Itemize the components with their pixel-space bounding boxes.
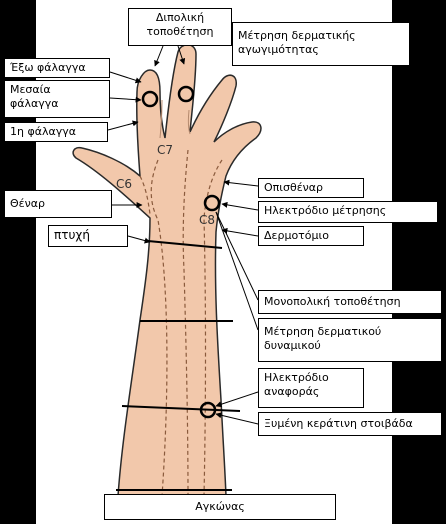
electrode-bipolar-second [177, 85, 195, 103]
label-bipolar-placement: Διπολική τοποθέτηση [128, 8, 232, 46]
label-measuring-electrode: Ηλεκτρόδιο μέτρησης [258, 201, 438, 223]
reference-electrode [199, 401, 217, 419]
label-middle-phalanx: Μεσαία φάλαγγα [4, 80, 110, 118]
label-first-phalanx: 1η φάλαγγα [4, 122, 108, 142]
label-abraded-stratum-corneum: Ξυμένη κεράτινη στοιβάδα [258, 412, 442, 436]
label-skin-conductance: Μέτρηση δερματικής αγωγιμότητας [232, 22, 410, 66]
label-dermatome: Δερμοτόμιο [258, 226, 364, 246]
wrist-crease-line [147, 240, 223, 249]
label-reference-electrode: Ηλεκτρόδιο αναφοράς [258, 368, 364, 408]
electrode-middle-phalanx [141, 90, 159, 108]
dermatome-c8-label: C8 [199, 213, 215, 227]
label-skin-potential: Μέτρηση δερματικού δυναμικού [258, 318, 442, 362]
label-hypothenar: Οπισθέναρ [258, 178, 364, 198]
label-crease: πτυχή [48, 225, 128, 247]
measuring-electrode [203, 194, 221, 212]
label-monopolar-placement: Μονοπολική τοποθέτηση [258, 290, 442, 314]
dermatome-boundary-left [150, 159, 168, 497]
label-thenar: Θέναρ [4, 190, 112, 218]
dermatome-c6-label: C6 [116, 177, 132, 191]
forearm-lower-line [121, 405, 241, 412]
label-distal-phalanx: Έξω φάλαγγα [4, 58, 110, 78]
dermatome-boundary-right [203, 159, 223, 497]
dermatome-boundary-center [182, 149, 189, 497]
dermatome-c7-label: C7 [157, 143, 173, 157]
hand-arm-silhouette [72, 44, 262, 497]
label-elbow: Αγκώνας [104, 494, 336, 520]
